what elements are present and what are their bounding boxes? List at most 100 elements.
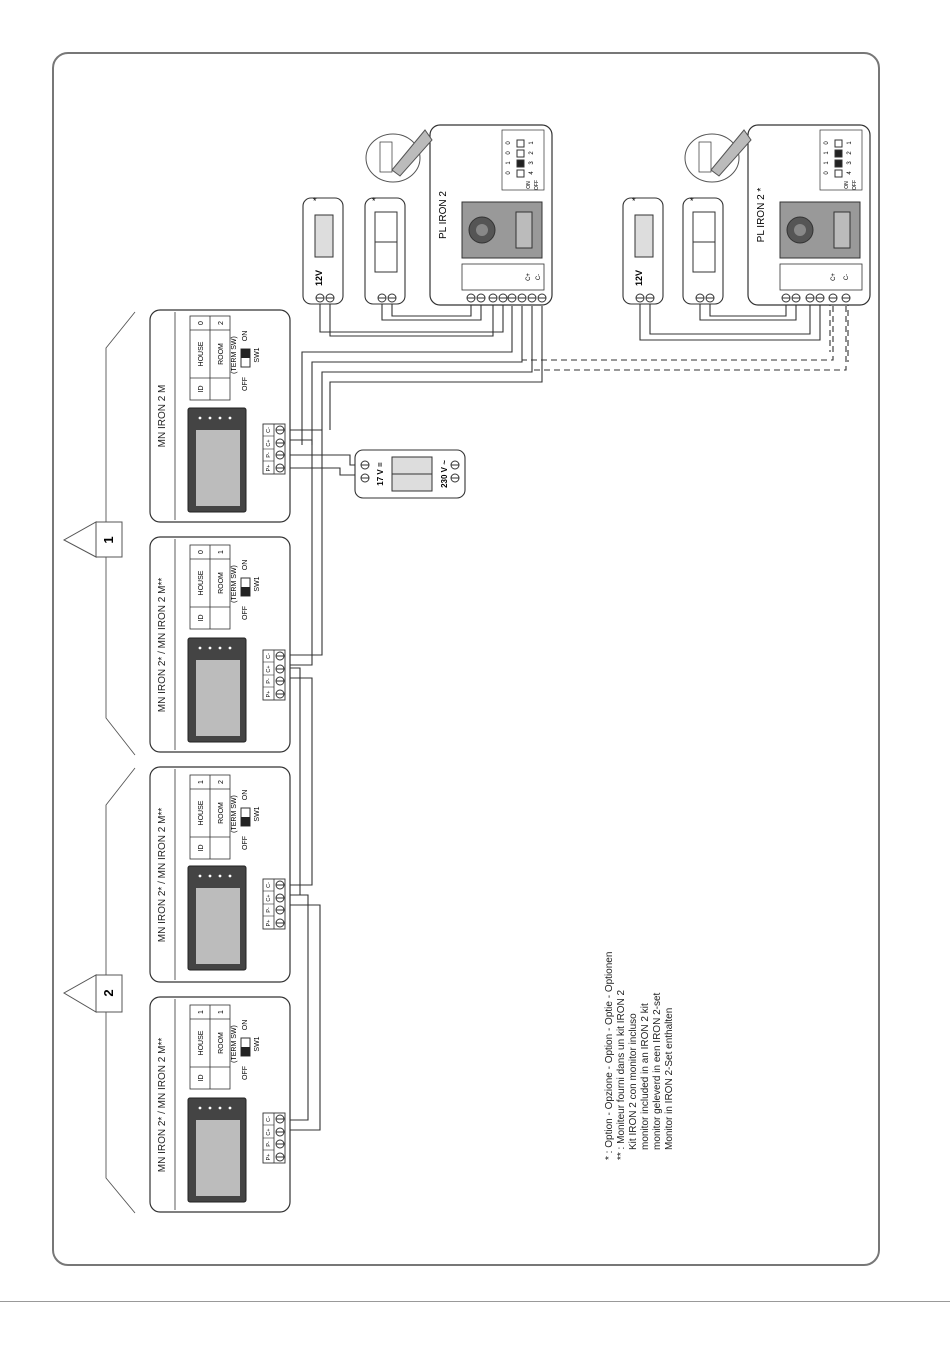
svg-text:C+: C+ (266, 1128, 272, 1135)
svg-text:1: 1 (198, 780, 205, 784)
term-switch: (TERM SW) OFF ON SW1 (231, 790, 261, 850)
page-footer-rule (0, 1301, 950, 1302)
door-station-1: PL IRON 2 * 0 1 1 0 1 2 3 4 ON OFF (684, 124, 871, 306)
svg-text:P-: P- (266, 1141, 272, 1147)
svg-text:OFF: OFF (242, 836, 249, 850)
hand-dip-icon (365, 129, 433, 183)
svg-text:4: 4 (529, 171, 535, 175)
electric-lock-1: * 12V (622, 196, 664, 305)
svg-text:1: 1 (218, 1010, 225, 1014)
svg-text:3: 3 (847, 161, 853, 165)
monitor-unit-1: MN IRON 2* / MN IRON 2 M** ID HOUSE ROOM… (149, 536, 291, 753)
svg-text:C+: C+ (266, 894, 272, 901)
house-value: 0 (198, 321, 205, 325)
gate-motor-1: * (682, 196, 724, 305)
term-switch: (TERM SW) OFF ON SW1 (231, 560, 261, 620)
svg-text:ON: ON (242, 560, 249, 571)
svg-text:SW1: SW1 (254, 1036, 261, 1051)
bus-wiring (285, 300, 849, 1131)
note-line-3: monitor included in an IRON 2 kit (640, 1003, 651, 1150)
svg-text:SW1: SW1 (254, 806, 261, 821)
svg-text:ON: ON (844, 181, 850, 189)
svg-text:0: 0 (198, 550, 205, 554)
id-switch-table: ID HOUSE ROOM 0 2 (189, 315, 231, 401)
svg-text:ON: ON (242, 331, 249, 342)
dip-switch: 0 1 1 0 1 2 3 4 ON OFF (819, 129, 863, 191)
option-star: * (690, 196, 694, 206)
svg-text:ID: ID (198, 1075, 205, 1082)
monitor-title: MN IRON 2* / MN IRON 2 M** (157, 578, 168, 713)
svg-text:0: 0 (506, 171, 512, 175)
panel-title: PL IRON 2 * (756, 188, 767, 243)
svg-text:C-: C- (266, 653, 272, 659)
group-label: 1 (101, 536, 116, 543)
gate-motor-0: * (364, 196, 406, 305)
svg-text:ROOM: ROOM (218, 802, 225, 824)
svg-text:0: 0 (824, 171, 830, 175)
diagram-frame (52, 52, 880, 1266)
monitor-unit-0: MN IRON 2 M ID HOUSE ROOM 0 2 (TERM SW) … (149, 309, 291, 523)
svg-text:SW1: SW1 (254, 576, 261, 591)
svg-text:HOUSE: HOUSE (198, 1030, 205, 1055)
id-label: ID (198, 386, 205, 393)
svg-text:2: 2 (529, 151, 535, 155)
option-star: * (372, 196, 376, 206)
svg-text:HOUSE: HOUSE (198, 800, 205, 825)
svg-text:OFF: OFF (852, 180, 858, 190)
svg-text:ON: ON (242, 790, 249, 801)
svg-text:1: 1 (824, 161, 830, 165)
svg-text:0: 0 (824, 141, 830, 145)
svg-text:P+: P+ (266, 691, 272, 698)
svg-text:1: 1 (529, 141, 535, 145)
group-bracket-1: 1 (62, 311, 136, 756)
power-out-label: 17 V = (376, 462, 385, 486)
svg-text:OFF: OFF (242, 1066, 249, 1080)
group-bracket-2: 2 (63, 767, 136, 1214)
svg-text:P+: P+ (266, 465, 272, 472)
svg-text:ID: ID (198, 615, 205, 622)
group-label: 2 (101, 989, 116, 996)
svg-text:1: 1 (198, 1010, 205, 1014)
svg-text:C-: C- (266, 427, 272, 433)
svg-text:3: 3 (529, 161, 535, 165)
panel-terminal-block: C+ C- (779, 263, 863, 303)
svg-text:1: 1 (824, 151, 830, 155)
svg-text:2: 2 (847, 151, 853, 155)
svg-text:ROOM: ROOM (218, 572, 225, 594)
monitor-screen (187, 1097, 247, 1203)
svg-text:(TERM SW): (TERM SW) (231, 1025, 238, 1063)
lock-voltage-label: 12V (314, 270, 324, 286)
svg-text:C-: C- (536, 274, 542, 280)
svg-text:1: 1 (218, 550, 225, 554)
note-line-1: ** : Moniteur fourni dans un kit IRON 2 (616, 989, 627, 1160)
svg-text:(TERM SW): (TERM SW) (231, 336, 238, 374)
svg-text:(TERM SW): (TERM SW) (231, 795, 238, 833)
house-label: HOUSE (198, 341, 205, 366)
svg-text:OFF: OFF (242, 606, 249, 620)
svg-text:2: 2 (218, 780, 225, 784)
door-station-0: PL IRON 2 0 0 1 0 1 2 3 4 ON OFF (365, 124, 553, 306)
svg-text:ON: ON (242, 1020, 249, 1031)
camera-plate (779, 201, 861, 259)
id-switch-table: ID HOUSE ROOM 0 1 (189, 544, 231, 630)
monitor-screen (187, 407, 247, 513)
room-value: 2 (218, 321, 225, 325)
svg-text:0: 0 (506, 141, 512, 145)
svg-text:C+: C+ (266, 439, 272, 446)
note-line-2: Kit IRON 2 con monitor incluso (628, 1013, 639, 1150)
lock-voltage-label: 12V (634, 270, 644, 286)
hand-dip-icon (684, 129, 752, 183)
power-in-label: 230 V ~ (440, 460, 449, 488)
svg-text:C-: C- (266, 1116, 272, 1122)
monitor-terminal-block: P+ P- C+ C- (262, 1112, 286, 1164)
svg-text:0: 0 (506, 151, 512, 155)
svg-text:1: 1 (847, 141, 853, 145)
svg-text:P+: P+ (266, 920, 272, 927)
svg-text:OFF: OFF (534, 180, 540, 190)
svg-text:ON: ON (526, 181, 532, 189)
svg-text:P+: P+ (266, 1154, 272, 1161)
note-line-5: Monitor in IRON 2-Set enthalten (664, 1008, 675, 1150)
monitor-terminal-block: P+ P- C+ C- (262, 649, 286, 701)
note-line-4: monitor geleverd in een IRON 2-set (652, 992, 663, 1150)
